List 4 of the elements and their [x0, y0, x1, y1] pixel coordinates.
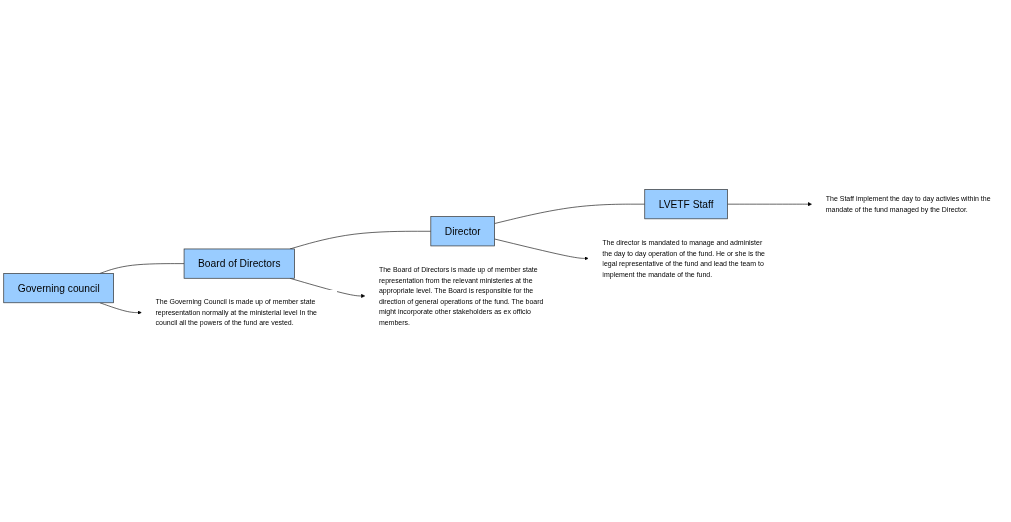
node-box: Governing council [3, 273, 114, 304]
node-box: Director [430, 216, 495, 247]
node-box: Board of Directors [183, 248, 295, 279]
node-box: LVETF Staff [644, 189, 728, 220]
